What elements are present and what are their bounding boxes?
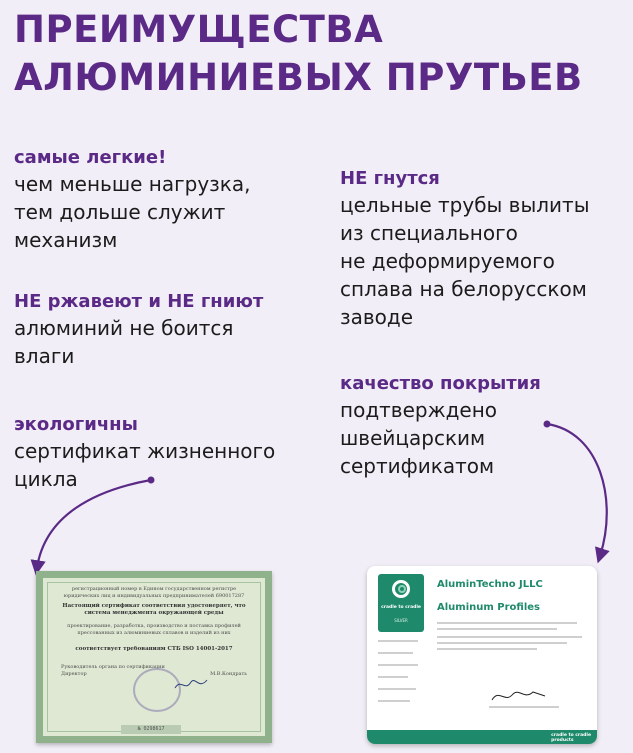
benefit-text: подтверждено швейцарским сертификатом: [340, 398, 498, 478]
page-title: ПРЕИМУЩЕСТВА АЛЮМИНИЕВЫХ ПРУТЬЕВ: [14, 6, 583, 102]
benefit-no-bend: НЕ гнутся цельные трубы вылиты из специа…: [340, 167, 630, 331]
text-line: [437, 642, 567, 644]
text-line: [378, 676, 408, 678]
text-line: [437, 622, 577, 624]
text-line: [378, 640, 418, 642]
badge-ring-inner-icon: [398, 585, 406, 593]
benefit-lightest: самые легкие! чем меньше нагрузка, тем д…: [14, 146, 314, 254]
stamp-icon: [133, 668, 181, 712]
arrow-coating-to-certificate: [543, 420, 610, 564]
cert-line: прессованных из алюминиевых сплавов и из…: [77, 630, 231, 636]
c2c-badge-icon: cradle to cradle SILVER: [378, 574, 424, 632]
text-line: [437, 628, 557, 630]
benefit-no-rust: НЕ ржавеют и НЕ гниют алюминий не боится…: [14, 290, 334, 370]
title-line-2: АЛЮМИНИЕВЫХ ПРУТЬЕВ: [14, 56, 583, 99]
signature-icon: [174, 679, 208, 689]
text-line: [378, 652, 413, 654]
text-line: [437, 636, 582, 638]
cradle-to-cradle-certificate-image: cradle to cradle SILVER AluminTechno JLL…: [367, 566, 597, 744]
cert-line: Настоящий сертификат соответствия удосто…: [62, 603, 246, 609]
cert-line: проектирование, разработка, производство…: [67, 623, 241, 629]
cert-line: регистрационный номер в Едином государст…: [71, 586, 237, 592]
benefit-heading: самые легкие!: [14, 147, 167, 168]
cert-line: система менеджмента окружающей среды: [84, 610, 224, 616]
text-line: [378, 688, 416, 690]
cert-signer-name: М.В.Кондрать: [210, 671, 247, 677]
title-line-1: ПРЕИМУЩЕСТВА: [14, 8, 384, 51]
cert-company: AluminTechno JLLC: [437, 579, 543, 590]
benefit-heading: экологичны: [14, 414, 138, 435]
cert-footer: cradle to cradle products: [367, 730, 597, 744]
cert-line: юридических лиц и индивидуальных предпри…: [63, 593, 245, 599]
cert-signer-role: Руководитель органа по сертификации: [61, 664, 165, 670]
benefit-text: сертификат жизненного цикла: [14, 439, 276, 491]
issuer-line: products: [551, 737, 574, 743]
cert-number: № 0298617: [121, 725, 181, 734]
signature-icon: [491, 691, 546, 701]
stb-iso-certificate-image: регистрационный номер в Едином государст…: [36, 571, 272, 743]
c2c-institute-logo: cradle to cradle products: [551, 733, 591, 743]
issuer-line: cradle to cradle: [551, 733, 591, 738]
benefit-heading: НЕ гнутся: [340, 168, 440, 189]
benefit-heading: НЕ ржавеют и НЕ гниют: [14, 291, 264, 312]
arrow-eco-to-certificate: [30, 476, 155, 576]
text-line: [437, 648, 537, 650]
badge-ring-icon: [392, 580, 410, 598]
badge-level: SILVER: [394, 618, 408, 623]
cert-standard: соответствует требованиям СТБ ISO 14001-…: [75, 646, 233, 652]
cert-signer-role: Директор: [61, 671, 87, 677]
benefit-eco: экологичны сертификат жизненного цикла: [14, 413, 334, 493]
text-line: [378, 700, 410, 702]
benefit-text: цельные трубы вылиты из специального не …: [340, 193, 590, 329]
benefit-coating: качество покрытия подтверждено швейцарск…: [340, 372, 630, 480]
badge-title: cradle to cradle: [381, 605, 421, 610]
benefit-text: чем меньше нагрузка, тем дольше служит м…: [14, 172, 251, 252]
text-line: [378, 664, 418, 666]
benefit-text: алюминий не боится влаги: [14, 316, 234, 368]
text-line: [489, 706, 559, 708]
cert-product: Aluminum Profiles: [437, 602, 540, 613]
benefit-heading: качество покрытия: [340, 373, 541, 394]
